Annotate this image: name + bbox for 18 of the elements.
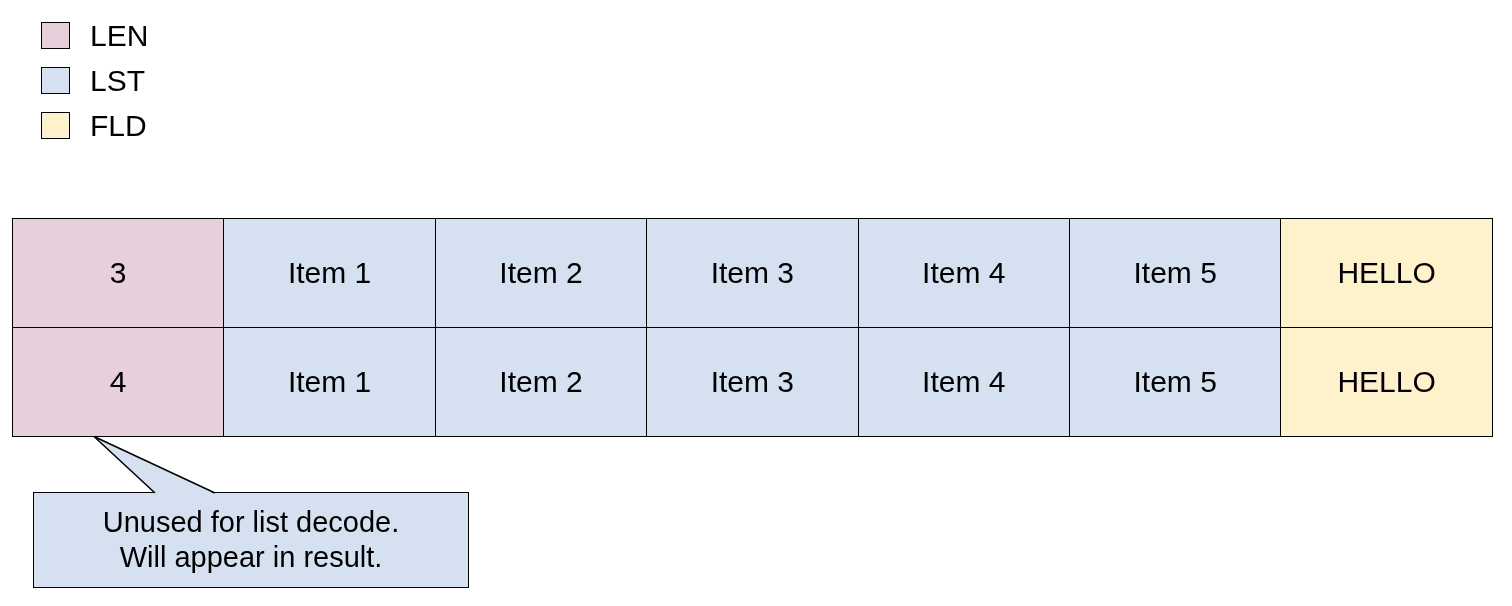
table-cell: Item 4 bbox=[857, 326, 1070, 437]
table-cell: 4 bbox=[12, 326, 225, 437]
legend-label: FLD bbox=[90, 111, 147, 141]
callout-pointer bbox=[93, 435, 216, 494]
table-cell: Item 3 bbox=[646, 218, 859, 328]
table-cell: Item 3 bbox=[646, 326, 859, 437]
legend-label: LST bbox=[90, 66, 146, 96]
table-cell: Item 2 bbox=[434, 326, 648, 437]
table-cell: Item 5 bbox=[1069, 218, 1282, 328]
table-cell: HELLO bbox=[1280, 218, 1493, 328]
legend-label: LEN bbox=[90, 21, 149, 51]
table-cell: Item 1 bbox=[223, 218, 436, 328]
table-cell: Item 1 bbox=[223, 326, 436, 437]
table-cell: Item 4 bbox=[857, 218, 1070, 328]
table-cell: 3 bbox=[12, 218, 225, 328]
table-cell: Item 5 bbox=[1069, 326, 1282, 437]
table-cell: HELLO bbox=[1280, 326, 1493, 437]
table-cell: Item 2 bbox=[434, 218, 648, 328]
